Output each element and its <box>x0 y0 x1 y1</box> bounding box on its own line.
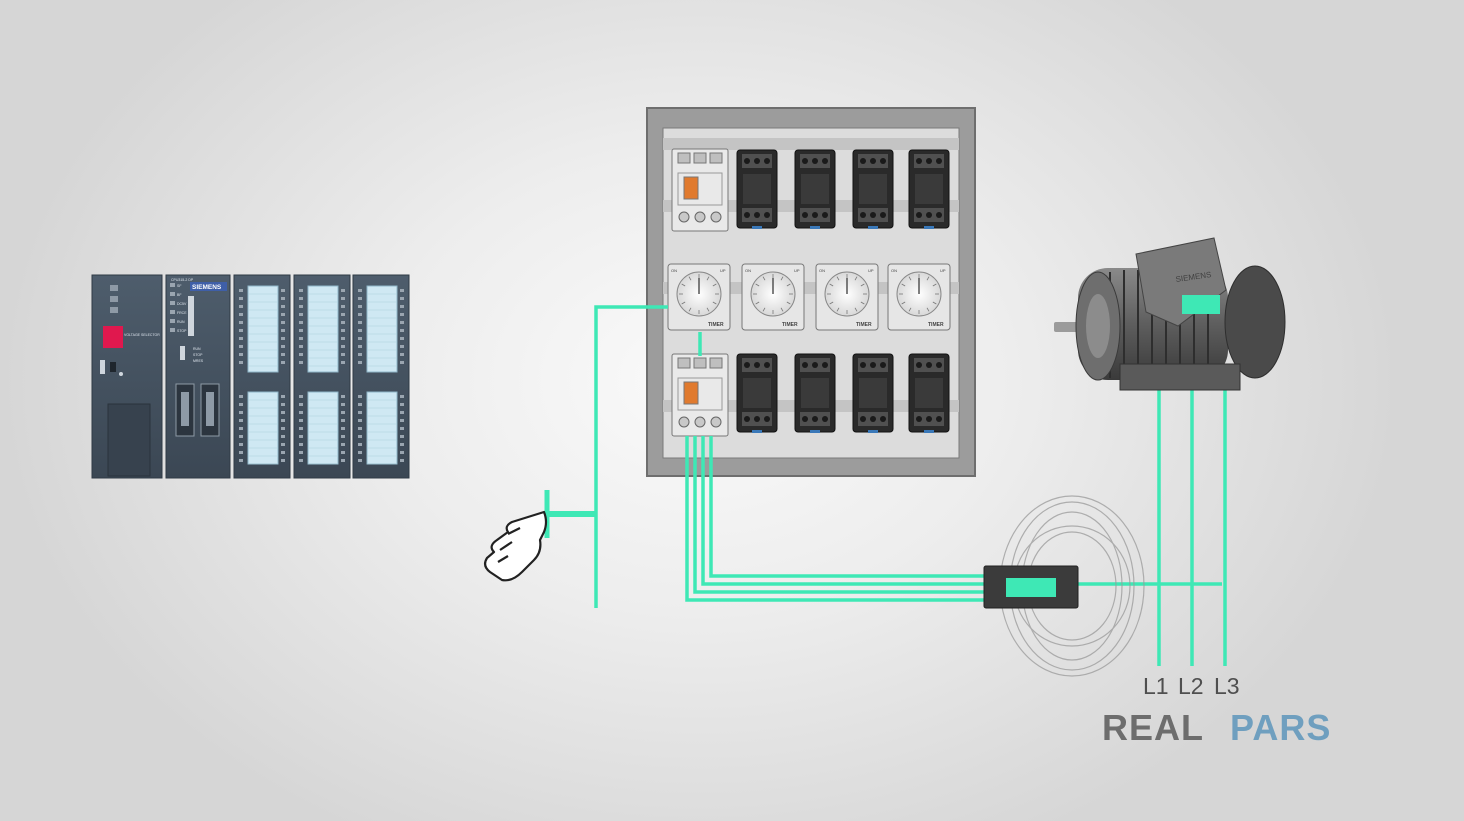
svg-text:UP: UP <box>794 268 800 273</box>
svg-text:ON: ON <box>745 268 751 273</box>
output-wire-4 <box>709 436 986 578</box>
output-wire-1 <box>685 436 986 602</box>
vfd-indicator <box>1006 578 1056 597</box>
svg-text:ON: ON <box>819 268 825 273</box>
motor-base <box>1119 363 1241 391</box>
svg-text:UP: UP <box>868 268 874 273</box>
voltage-selector-switch <box>103 326 123 348</box>
svg-text:STOP: STOP <box>177 329 187 333</box>
plc-rack: VOLTAGE SELECTOR CPU315-2 DP SIEMENS SF … <box>91 274 410 479</box>
control-panel: ON UP TIMER ON UP TIMER ON UP TIMER ON UP TIMER <box>646 107 976 477</box>
svg-text:DC5V: DC5V <box>177 302 187 306</box>
cpu-model-label: CPU315-2 DP <box>171 278 194 282</box>
relay-socket <box>852 353 894 433</box>
io-module <box>293 274 351 479</box>
svg-text:UP: UP <box>940 268 946 273</box>
io-module <box>233 274 291 479</box>
contactor <box>671 353 729 437</box>
logo-part-real: REAL <box>1102 707 1204 748</box>
output-wire-3 <box>701 436 986 586</box>
phase-label-l1: L1 <box>1143 673 1169 699</box>
relay-socket <box>852 149 894 229</box>
svg-text:ON: ON <box>671 268 677 273</box>
contactor <box>671 148 729 232</box>
svg-text:FRCE: FRCE <box>177 311 187 315</box>
plc-cpu-module: CPU315-2 DP SIEMENS SF BF DC5V FRCE RUN … <box>165 274 231 479</box>
vfd-device <box>983 565 1079 609</box>
svg-text:UP: UP <box>720 268 726 273</box>
svg-text:BF: BF <box>177 293 181 297</box>
relay-socket <box>908 149 950 229</box>
pushbutton-wire <box>594 305 668 608</box>
timer-relay: ON UP TIMER <box>887 263 951 331</box>
timer-relay: ON UP TIMER <box>741 263 805 331</box>
relay-socket <box>736 353 778 433</box>
panel-devices: ON UP TIMER ON UP TIMER ON UP TIMER ON UP TIMER <box>667 148 951 437</box>
output-wire-2 <box>693 436 986 594</box>
relay-socket <box>736 149 778 229</box>
siemens-logo: SIEMENS <box>192 284 222 291</box>
timer-relay: ON UP TIMER <box>815 263 879 331</box>
electric-motor: SIEMENS <box>1054 237 1286 391</box>
svg-text:MRES: MRES <box>193 359 204 363</box>
svg-text:STOP: STOP <box>193 353 203 357</box>
relay-socket <box>794 149 836 229</box>
timer-label: TIMER <box>782 322 798 328</box>
control-wiring <box>544 305 1227 666</box>
relay-socket <box>908 353 950 433</box>
svg-text:SF: SF <box>177 284 181 288</box>
plc-power-supply: VOLTAGE SELECTOR <box>91 274 163 479</box>
io-module <box>352 274 410 479</box>
timer-label: TIMER <box>708 322 724 328</box>
hand-pointer-icon <box>483 510 548 582</box>
timer-label: TIMER <box>856 322 872 328</box>
timer-relay: ON UP TIMER <box>667 263 731 331</box>
cpu-status-leds: SF BF DC5V FRCE RUN STOP <box>170 283 187 333</box>
svg-text:ON: ON <box>891 268 897 273</box>
motor-indicator <box>1182 295 1220 314</box>
mode-switch <box>180 346 185 360</box>
logo-part-pars: PARS <box>1230 707 1331 748</box>
timer-label: TIMER <box>928 322 944 328</box>
phase-label-l3: L3 <box>1214 673 1240 699</box>
voltage-selector-label: VOLTAGE SELECTOR <box>124 333 160 337</box>
realpars-logo: REAL PARS <box>1102 707 1331 748</box>
svg-text:RUN: RUN <box>177 320 185 324</box>
phase-label-l2: L2 <box>1178 673 1204 699</box>
plc-io-modules <box>233 274 410 479</box>
motor-fan-cover <box>1224 265 1286 379</box>
svg-text:RUN: RUN <box>193 347 201 351</box>
relay-socket <box>794 353 836 433</box>
